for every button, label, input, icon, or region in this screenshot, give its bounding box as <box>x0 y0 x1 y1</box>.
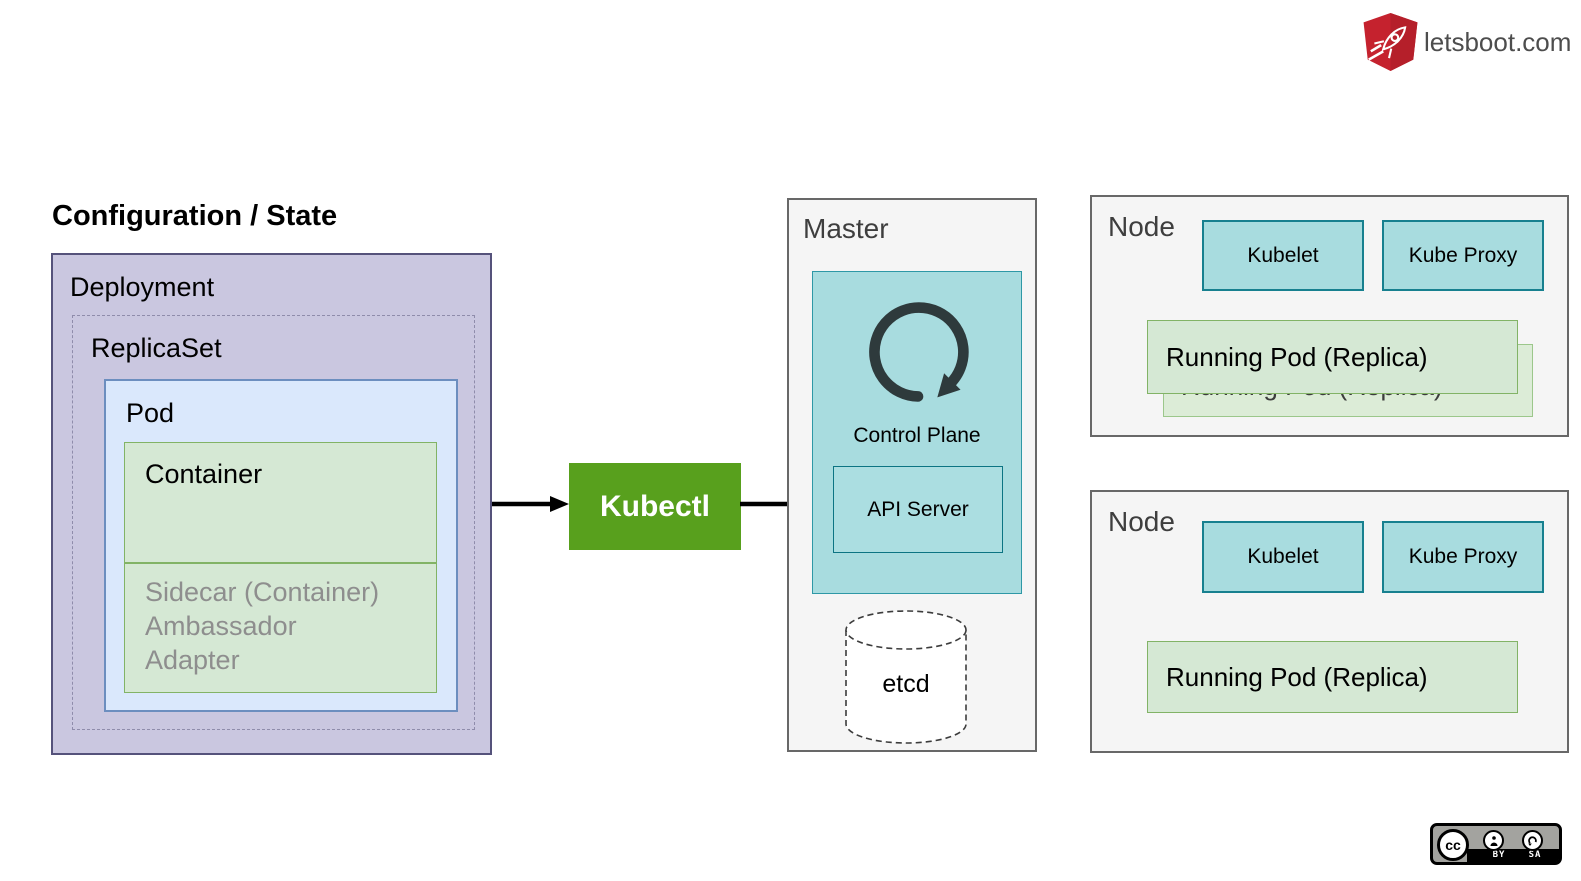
replicaset-box: ReplicaSet Pod Container Sidecar (Contai… <box>72 315 475 730</box>
master-box: Master Control Plane API Server etcd <box>787 198 1037 752</box>
by-person-icon <box>1483 830 1504 851</box>
kubelet-box: Kubelet <box>1202 521 1364 593</box>
kube-proxy-label: Kube Proxy <box>1408 243 1518 267</box>
cc-icon: cc <box>1437 829 1469 861</box>
kubelet-label: Kubelet <box>1247 243 1319 267</box>
node-box-2: Node Kubelet Kube Proxy Running Pod (Rep… <box>1090 490 1569 753</box>
api-server-box: API Server <box>833 466 1003 553</box>
kubelet-box: Kubelet <box>1202 220 1364 291</box>
cc-by-sa-license-badge[interactable]: BY SA cc <box>1430 823 1562 865</box>
license-terms-strip: BY SA <box>1467 849 1559 862</box>
kube-proxy-box: Kube Proxy <box>1382 220 1544 291</box>
database-cylinder-icon <box>845 610 967 744</box>
running-pod-replica-box: Running Pod (Replica) <box>1147 641 1518 713</box>
node-label: Node <box>1108 211 1175 242</box>
pod-box: Pod Container Sidecar (Container) Ambass… <box>104 379 458 712</box>
sa-label: SA <box>1528 850 1542 860</box>
configuration-state-title: Configuration / State <box>52 200 338 232</box>
kube-proxy-label: Kube Proxy <box>1408 545 1518 568</box>
kubelet-label: Kubelet <box>1247 545 1319 568</box>
deployment-label: Deployment <box>70 272 215 302</box>
kubectl-label: Kubectl <box>599 489 710 523</box>
running-pod-replica-box: Running Pod (Replica) <box>1147 320 1518 394</box>
container-label: Container <box>145 459 263 489</box>
arrow-right-icon <box>492 496 569 512</box>
control-plane-box: Control Plane API Server <box>812 271 1022 594</box>
pod-label: Pod <box>126 398 175 428</box>
adapter-label: Adapter <box>145 645 240 675</box>
by-label: BY <box>1492 850 1506 860</box>
api-server-label: API Server <box>867 497 969 521</box>
master-label: Master <box>803 213 889 244</box>
ambassador-label: Ambassador <box>145 611 297 641</box>
node-box-1: Node Kubelet Kube Proxy Running Pod (Rep… <box>1090 195 1569 437</box>
kube-proxy-box: Kube Proxy <box>1382 521 1544 593</box>
deployment-box: Deployment ReplicaSet Pod Container Side… <box>51 253 492 755</box>
letsboot-shield-rocket-icon <box>1363 13 1418 71</box>
sa-arrow-icon <box>1522 830 1543 851</box>
etcd-label: etcd <box>882 670 930 698</box>
rotate-loop-icon <box>869 302 969 402</box>
running-pod-replica-label: Running Pod (Replica) <box>1166 341 1428 372</box>
letsboot-logo[interactable]: letsboot.com <box>1424 27 1572 57</box>
container-box: Container <box>124 442 437 563</box>
sidecar-container-label: Sidecar (Container) <box>145 577 380 607</box>
sidecar-box: Sidecar (Container) Ambassador Adapter <box>124 563 437 693</box>
node-label: Node <box>1108 506 1175 537</box>
replicaset-label: ReplicaSet <box>91 333 222 363</box>
kubectl-box: Kubectl <box>569 463 741 550</box>
control-plane-label: Control Plane <box>853 424 981 447</box>
etcd-store: etcd <box>842 608 970 748</box>
running-pod-replica-label: Running Pod (Replica) <box>1166 661 1428 692</box>
